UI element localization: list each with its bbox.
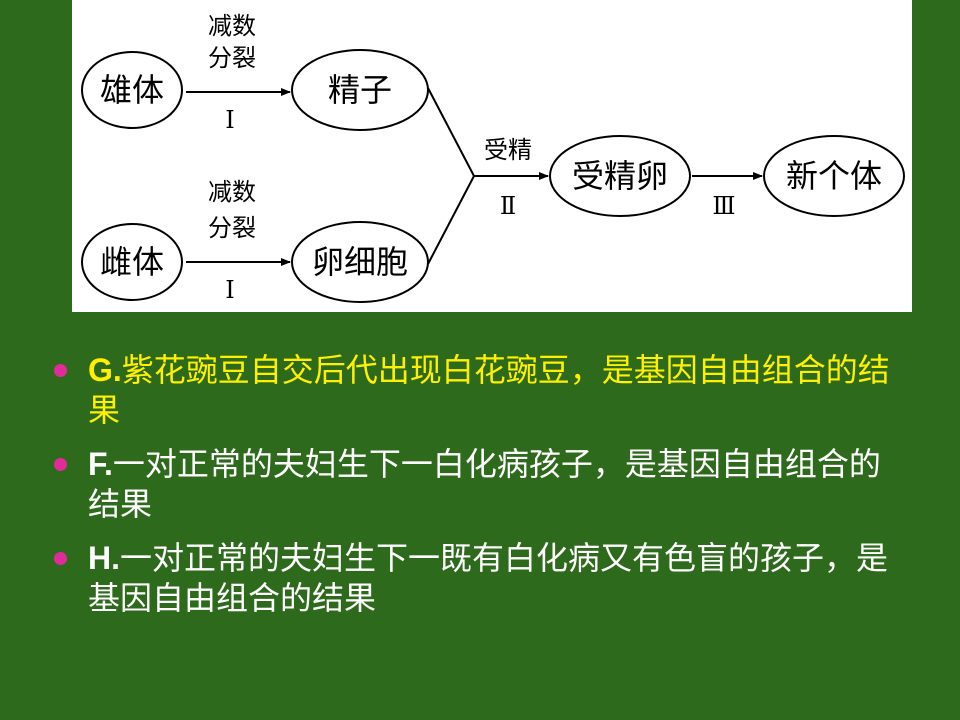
node-zygote: 受精卵 (549, 135, 691, 217)
node-offspring: 新个体 (763, 135, 905, 217)
statement-list: G.紫花豌豆自交后代出现白花豌豆，是基因自由组合的结果 F.一对正常的夫妇生下一… (48, 350, 908, 632)
edge-fertilization-label: 受精 (484, 136, 532, 164)
statement-h: H.一对正常的夫妇生下一既有白化病又有色盲的孩子，是基因自由组合的结果 (48, 538, 908, 618)
node-egg-label: 卵细胞 (312, 243, 408, 281)
edge-development: Ⅲ (692, 172, 763, 220)
statement-f: F.一对正常的夫妇生下一白化病孩子，是基因自由组合的结果 (48, 444, 908, 524)
edge-meiosis-male: 减数 分裂 Ⅰ (186, 12, 291, 134)
edge-meiosis-female-line2: 分裂 (208, 214, 256, 242)
edge-fertilization: 受精 Ⅱ (427, 87, 549, 265)
edge-meiosis-male-line1: 减数 (208, 12, 256, 40)
edge-meiosis-female-line1: 减数 (208, 178, 256, 206)
edge-meiosis-male-roman: Ⅰ (225, 106, 234, 134)
node-offspring-label: 新个体 (786, 157, 882, 195)
statement-h-label: H. (88, 540, 120, 576)
node-male-label: 雄体 (100, 71, 164, 109)
statement-f-text: 一对正常的夫妇生下一白化病孩子，是基因自由组合的结果 (88, 445, 881, 523)
edge-meiosis-female-roman: Ⅰ (225, 276, 234, 304)
bullet-icon (54, 364, 67, 377)
edge-meiosis-male-line2: 分裂 (208, 44, 256, 72)
node-egg: 卵细胞 (291, 221, 429, 303)
statement-h-text: 一对正常的夫妇生下一既有白化病又有色盲的孩子，是基因自由组合的结果 (88, 539, 889, 617)
bullet-icon (54, 552, 67, 565)
statement-g: G.紫花豌豆自交后代出现白花豌豆，是基因自由组合的结果 (48, 350, 908, 430)
node-female: 雌体 (81, 223, 183, 301)
bullet-icon (54, 458, 67, 471)
statement-g-label: G. (88, 352, 122, 388)
edge-meiosis-female: 减数 分裂 Ⅰ (186, 178, 291, 304)
edge-fertilization-roman: Ⅱ (500, 192, 516, 220)
node-sperm: 精子 (291, 49, 429, 131)
statement-f-label: F. (88, 446, 113, 482)
node-female-label: 雌体 (100, 243, 164, 281)
node-male: 雄体 (81, 51, 183, 129)
node-zygote-label: 受精卵 (572, 157, 668, 195)
diagram-svg: 雄体 雌体 精子 卵细胞 受精卵 (81, 12, 905, 304)
statement-g-text: 紫花豌豆自交后代出现白花豌豆，是基因自由组合的结果 (88, 351, 890, 429)
reproduction-diagram: 雄体 雌体 精子 卵细胞 受精卵 (72, 0, 912, 312)
edge-development-roman: Ⅲ (712, 192, 735, 220)
node-sperm-label: 精子 (328, 71, 392, 109)
